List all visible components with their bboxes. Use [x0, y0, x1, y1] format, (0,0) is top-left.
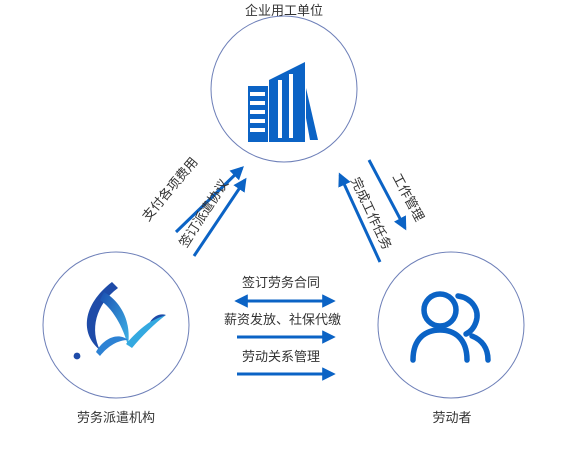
arrow-agency-to-employer-2	[192, 177, 247, 257]
arrow-agency-to-employer-1	[174, 166, 244, 234]
agency-node-circle	[42, 251, 190, 399]
edge-label-labor-contract: 签订劳务合同	[242, 276, 321, 291]
worker-label: 劳动者	[432, 411, 472, 426]
edge-label-labor-relation: 劳动关系管理	[242, 350, 321, 365]
arrow-worker-to-employer	[338, 172, 382, 263]
building-icon	[248, 62, 318, 142]
arrow-employer-to-worker	[367, 159, 407, 231]
edge-label-salary-social-security: 薪资发放、社保代缴	[224, 313, 342, 328]
employer-label: 企业用工单位	[244, 4, 324, 19]
people-icon	[410, 291, 491, 363]
agency-label: 劳务派遣机构	[76, 411, 156, 426]
agency-logo-icon	[73, 282, 166, 360]
